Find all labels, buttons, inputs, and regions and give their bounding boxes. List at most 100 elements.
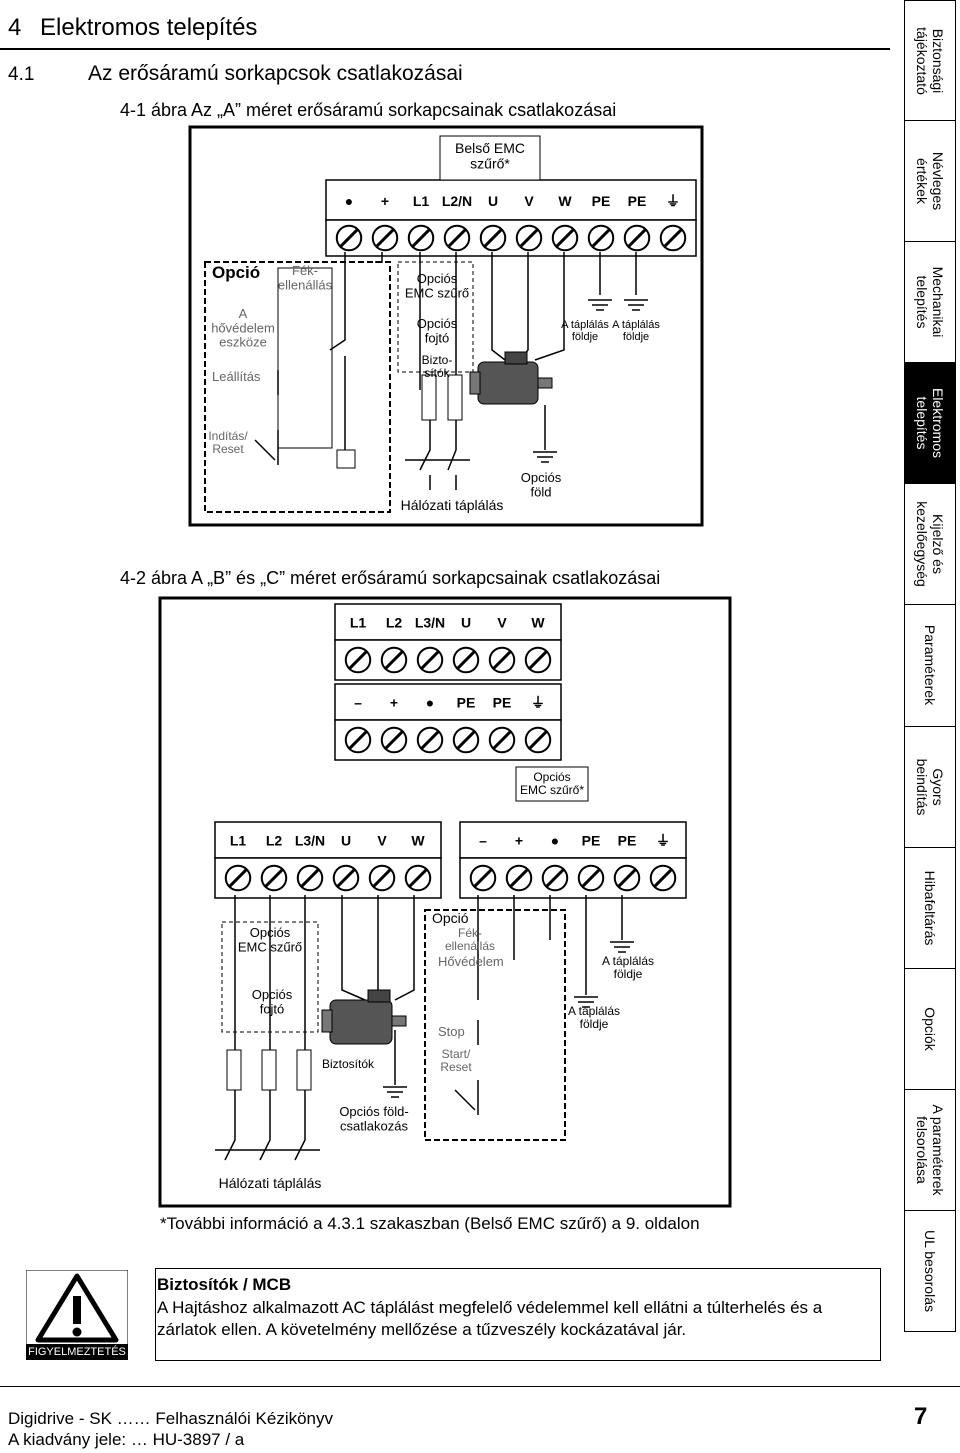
chapter-tab[interactable]: Opciók xyxy=(904,968,956,1090)
fig2-block-b-row1: L1 L2 L3/N U V W xyxy=(334,603,562,681)
fig2-block-b1-label: W xyxy=(531,614,545,630)
fig1-terminal-label: ⏚ xyxy=(666,193,680,209)
chapter-tab[interactable]: UL besorolás xyxy=(904,1210,956,1332)
warning-text: A Hajtáshoz alkalmazott AC táplálást meg… xyxy=(157,1298,823,1339)
warning-label: FIGYELMEZTETÉS xyxy=(26,1344,128,1360)
figure-1-frame xyxy=(188,125,704,527)
fig1-option-box xyxy=(204,261,391,513)
footer-title: Digidrive - SK …… Felhasználói Kézikönyv xyxy=(8,1409,334,1428)
chapter-tab-label: Kijelző és kezelőegység xyxy=(914,501,946,588)
fig2-block-c-right-label: – xyxy=(479,832,487,848)
chapter-tab[interactable]: Biztonsági tájékoztató xyxy=(904,0,956,122)
fig2-block-c-right-label: PE xyxy=(618,832,637,848)
fig2-thermal-label: Hővédelem xyxy=(438,954,504,969)
chapter-tab-label: UL besorolás xyxy=(922,1229,938,1312)
page-number: 7 xyxy=(914,1403,928,1430)
figure-2-frame xyxy=(158,596,732,1208)
chapter-tab[interactable]: Paraméterek xyxy=(904,605,956,727)
fig1-terminal-label: L2/N xyxy=(442,193,472,209)
warning-box xyxy=(155,1268,881,1361)
fig2-block-b1-label: L3/N xyxy=(415,614,445,630)
fig1-terminal-label: U xyxy=(488,193,498,209)
chapter-tab-label: Hibafeltárás xyxy=(922,870,938,946)
section-title: Az erősáramú sorkapcsok csatlakozásai xyxy=(88,62,463,85)
fig2-brake-label: Fék-ellenállás xyxy=(445,926,495,953)
chapter-tab[interactable]: Gyors beindítás xyxy=(904,726,956,848)
fig1-start-label: Indítás/Reset xyxy=(208,429,248,456)
chapter-tab-label: Paraméterek xyxy=(922,625,938,706)
footer-rule xyxy=(0,1386,960,1387)
fig2-start-label: Start/Reset xyxy=(440,1047,472,1074)
fig1-terminal-label: ● xyxy=(345,193,353,209)
chapter-tab[interactable]: Névleges értékek xyxy=(904,121,956,243)
fig1-terminal-label: W xyxy=(558,193,572,209)
chapter-tab-label: Mechanikai telepítés xyxy=(914,266,946,338)
fig2-block-c-right-label: ⏚ xyxy=(656,832,670,848)
fig1-terminal-label: PE xyxy=(592,193,611,209)
fig2-block-b1-label: L1 xyxy=(350,614,367,630)
fig2-block-b1-label: V xyxy=(497,614,507,630)
fig2-block-c-right-label: + xyxy=(515,832,523,848)
chapter-tab-label: Opciók xyxy=(922,1006,938,1051)
chapter-tab-label: Gyors beindítás xyxy=(914,758,946,815)
chapter-tab[interactable]: Kijelző és kezelőegység xyxy=(904,484,956,606)
fig2-block-b1-label: L2 xyxy=(386,614,403,630)
fig1-mains-label: Hálózati táplálás xyxy=(401,497,504,513)
fig1-motor-icon xyxy=(469,351,553,405)
fig1-brake-label: Fék-ellenállás xyxy=(278,263,333,292)
fig1-option-label: Opció xyxy=(212,263,260,282)
fig2-block-c-left-label: W xyxy=(411,832,425,848)
fig2-block-c-right-label: PE xyxy=(582,832,601,848)
fig1-internal-emc-box xyxy=(439,135,541,181)
footnote: *További információ a 4.3.1 szakaszban (… xyxy=(160,1214,700,1233)
footer-doc-id: A kiadvány jele: … HU-3897 / a xyxy=(8,1430,245,1449)
fig2-block-c-left-label: U xyxy=(341,832,351,848)
fig2-stop-label: Stop xyxy=(438,1024,465,1039)
figure-1-caption: 4-1 ábra Az „A” méret erősáramú sorkapcs… xyxy=(120,100,617,120)
fig1-terminal-label: V xyxy=(524,193,534,209)
fig2-internal-emc-box xyxy=(515,766,589,802)
footer-text: Digidrive - SK …… Felhasználói Kézikönyv… xyxy=(8,1408,333,1450)
fig1-terminal-label: PE xyxy=(628,193,647,209)
fig2-block-c-left-label: V xyxy=(377,832,387,848)
chapter-tab-label: A paraméterek felsorolása xyxy=(914,1104,946,1196)
fig2-block-b2-label: PE xyxy=(457,694,476,710)
fig2-block-c-left-label: L2 xyxy=(266,832,283,848)
section-number: 4.1 xyxy=(8,64,35,85)
section-heading: 4.1 Az erősáramú sorkapcsok csatlakozásai xyxy=(8,62,463,86)
fig2-optional-earth: Opciós föld-csatlakozás xyxy=(339,1104,408,1133)
chapter-tab[interactable]: Hibafeltárás xyxy=(904,847,956,969)
chapter-title: Elektromos telepítés xyxy=(40,14,258,41)
fig1-stop-label: Leállítás xyxy=(212,369,261,384)
fig2-block-b2-label: PE xyxy=(493,694,512,710)
fig2-block-c-left-label: L3/N xyxy=(295,832,325,848)
fig2-fuses-label: Biztosítók xyxy=(322,1057,375,1071)
fig2-option-label: Opció xyxy=(432,910,469,926)
chapter-tab[interactable]: A paraméterek felsorolása xyxy=(904,1089,956,1211)
fig2-block-b2-label: – xyxy=(354,694,362,710)
fig2-block-b2-label: ● xyxy=(426,694,434,710)
fig2-block-b1-label: U xyxy=(461,614,471,630)
fig1-fuses-label: Bizto-sítók xyxy=(422,353,453,380)
figure-2-caption: 4-2 ábra A „B” és „C” méret erősáramú so… xyxy=(120,568,661,588)
chapter-tab[interactable]: Elektromos telepítés xyxy=(904,363,956,485)
chapter-tab[interactable]: Mechanikai telepítés xyxy=(904,242,956,364)
fig1-terminal-label: L1 xyxy=(413,193,430,209)
